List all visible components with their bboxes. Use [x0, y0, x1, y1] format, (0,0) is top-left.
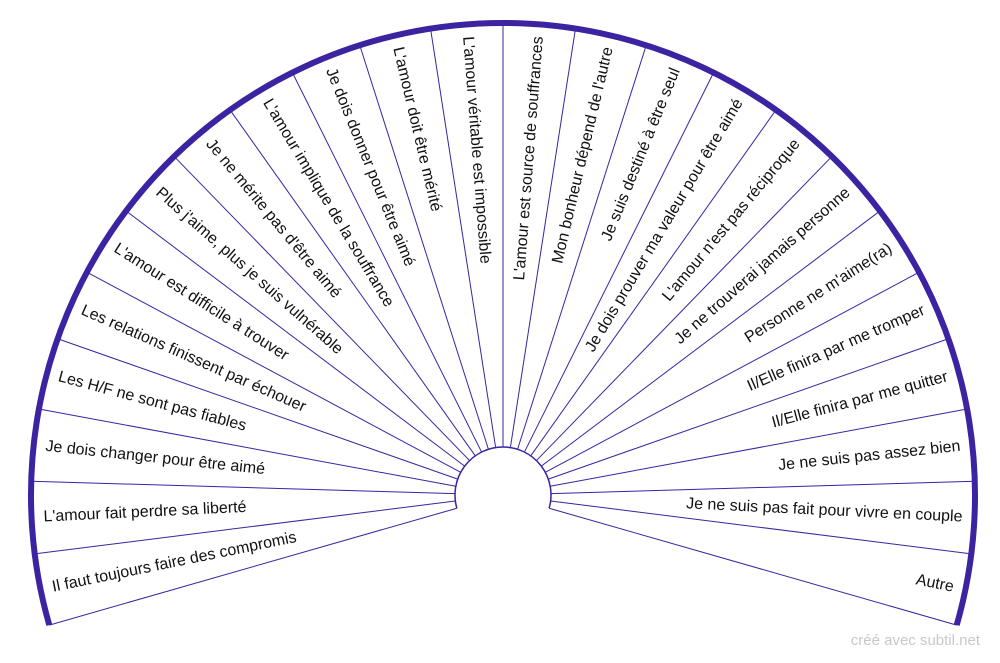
- sector-divider: [291, 72, 483, 453]
- sector-divider: [34, 500, 456, 555]
- sector-divider: [517, 45, 647, 450]
- sector-divider: [541, 210, 881, 467]
- sector-divider: [31, 480, 456, 495]
- outer-rim: [28, 20, 978, 626]
- sector-divider: [229, 109, 476, 457]
- sector-divider: [550, 500, 972, 555]
- sector-label: Autre: [914, 571, 955, 595]
- sector-divider: [430, 28, 497, 448]
- sector-divider: [523, 72, 715, 453]
- credit-watermark: créé avec subtil.net: [850, 632, 980, 649]
- sector-divider: [38, 408, 456, 487]
- sector-label: Je ne suis pas fait pour vivre en couple: [686, 495, 963, 525]
- sector-divider: [550, 480, 975, 495]
- inner-hub-arc: [454, 446, 552, 509]
- sector-divider: [530, 109, 777, 457]
- sector-label: L'amour fait perdre sa liberté: [43, 499, 247, 526]
- sector-divider: [550, 408, 968, 487]
- sector-divider: [536, 156, 833, 461]
- sector-label: Je ne suis pas assez bien: [777, 438, 961, 474]
- sector-label: Il/Elle finira par me quitter: [770, 368, 950, 431]
- sector-label: Je ne mérite pas d'être aimé: [202, 136, 344, 302]
- sector-divider: [49, 507, 457, 626]
- sector-divider: [545, 271, 920, 473]
- sector-divider: [173, 156, 470, 461]
- sector-label: Il faut toujours faire des compromis: [51, 529, 298, 596]
- sector-label: L'amour n'est pas réciproque: [659, 136, 803, 305]
- sector-label: L'amour est difficile à trouver: [111, 240, 292, 364]
- sector-label: Je dois changer pour être aimé: [45, 438, 266, 478]
- sector-divider: [359, 45, 489, 450]
- sector-divider: [549, 507, 957, 626]
- sector-label: L'amour doit être mérité: [389, 45, 444, 213]
- sector-divider: [548, 338, 949, 480]
- sector-divider: [509, 28, 576, 448]
- sector-label: L'amour véritable est impossible: [459, 36, 494, 265]
- sector-divider: [125, 210, 465, 467]
- sector-divider: [57, 338, 458, 480]
- sector-divider: [86, 271, 461, 473]
- sector-dividers: [31, 23, 975, 626]
